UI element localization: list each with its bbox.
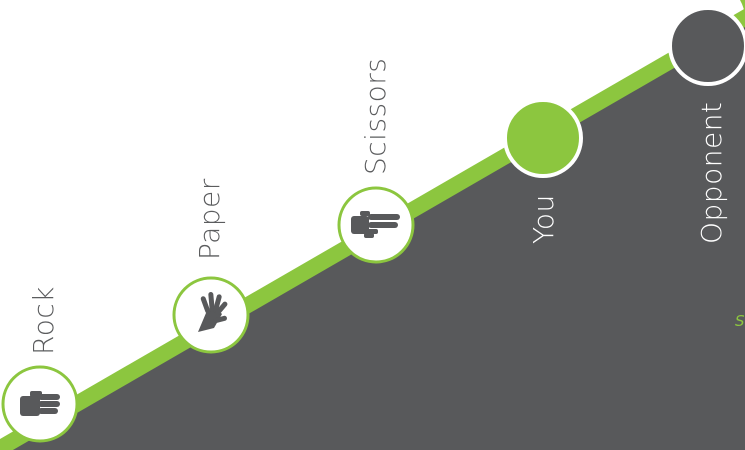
you-label: You [527, 194, 560, 244]
opponent-label: Opponent [695, 101, 728, 244]
peace-hand-icon [351, 211, 400, 238]
scissors-label: Scissors [359, 57, 392, 175]
paper-button[interactable] [172, 276, 250, 354]
fist-icon [20, 391, 60, 416]
score-label: S [735, 312, 745, 330]
rock-button[interactable] [1, 365, 79, 443]
you-avatar [503, 98, 583, 178]
paper-label: Paper [193, 178, 226, 260]
opponent-avatar [668, 0, 745, 86]
rock-label: Rock [27, 286, 60, 355]
scissors-button[interactable] [337, 186, 415, 264]
open-hand-icon [198, 291, 228, 332]
